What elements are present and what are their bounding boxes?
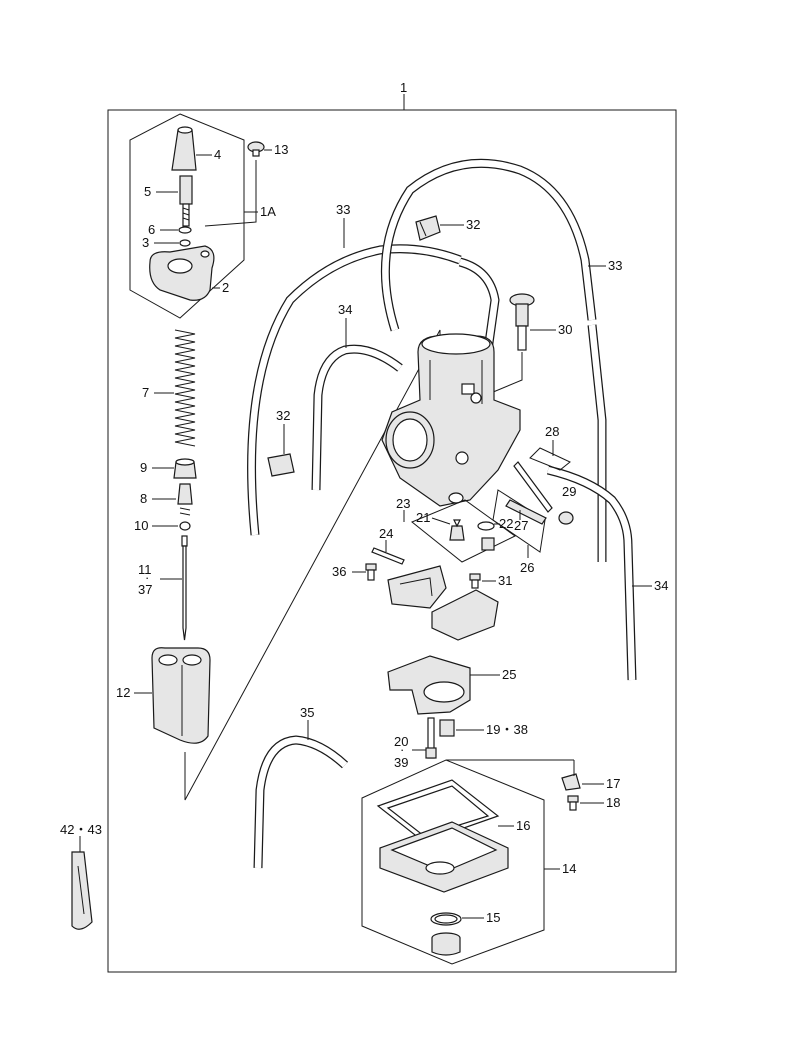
callout-6: 6 — [148, 222, 155, 237]
callout-13: 13 — [274, 142, 288, 157]
callout-21: 21 — [416, 510, 430, 525]
subassembly-1a-frame — [129, 113, 245, 319]
part-35-hose — [253, 735, 349, 869]
part-17-clip — [561, 773, 581, 791]
callout-26: 26 — [520, 560, 534, 575]
callout-28: 28 — [545, 424, 559, 439]
part-28-screw — [513, 461, 553, 513]
part-22-seat — [477, 521, 495, 551]
part-5-adjuster — [179, 175, 193, 227]
callout-24: 24 — [379, 526, 393, 541]
part-6-washer — [178, 226, 192, 234]
callout-3: 3 — [142, 235, 149, 250]
callout-27: 27 — [514, 518, 528, 533]
part-10-clip — [179, 521, 191, 531]
callout-10: 10 — [134, 518, 148, 533]
callout-18: 18 — [606, 795, 620, 810]
part-27-idle-screw — [505, 499, 547, 525]
part-18-screw — [567, 795, 579, 811]
part-36-screw — [365, 563, 377, 581]
callout-14: 14 — [562, 861, 576, 876]
svg-text:·: · — [400, 742, 404, 757]
part-34-hoses — [311, 344, 637, 681]
part-11-jet-needle — [181, 535, 188, 641]
callout-22: 22 — [499, 516, 513, 531]
callout-39: 39 — [394, 755, 408, 770]
part-16-gasket — [376, 779, 500, 843]
callout-19-38: 19・38 — [486, 722, 528, 737]
callout-37: 37 — [138, 582, 152, 597]
part-8-holder — [177, 483, 193, 516]
callout-2: 2 — [222, 280, 229, 295]
drain-plug — [431, 932, 461, 956]
callout-30: 30 — [558, 322, 572, 337]
callout-32-top: 32 — [466, 217, 480, 232]
callout-36: 36 — [332, 564, 346, 579]
callout-34-top: 34 — [338, 302, 352, 317]
callout-16: 16 — [516, 818, 530, 833]
carburetor-body — [381, 333, 521, 507]
callout-11: 11 — [138, 562, 152, 577]
part-20-needle-jet — [425, 717, 437, 759]
callout-4: 4 — [214, 147, 221, 162]
part-21-float-valve — [449, 519, 465, 541]
callout-33-right: 33 — [608, 258, 622, 273]
part-13-screw — [247, 141, 265, 157]
callout-29: 29 — [562, 484, 576, 499]
callout-12: 12 — [116, 685, 130, 700]
callout-5: 5 — [144, 184, 151, 199]
part-12-throttle-valve — [151, 647, 211, 744]
float-bowl — [379, 821, 509, 893]
svg-text:·: · — [145, 570, 149, 585]
callout-34-right: 34 — [654, 578, 668, 593]
part-32-clamp-top — [415, 215, 441, 241]
callout-32-left: 32 — [276, 408, 290, 423]
part-33-hoses — [247, 158, 607, 562]
callout-7: 7 — [142, 385, 149, 400]
part-7-spring — [174, 329, 196, 447]
part-4-cap — [171, 126, 197, 171]
callout-15: 15 — [486, 910, 500, 925]
callout-17: 17 — [606, 776, 620, 791]
float-assembly — [387, 565, 499, 641]
part-9-seat — [173, 458, 197, 479]
callout-9: 9 — [140, 460, 147, 475]
part-30-plunger — [509, 293, 535, 351]
part-24-pin — [371, 547, 405, 565]
callout-20: 20 — [394, 734, 408, 749]
part-19-main-jet — [439, 719, 455, 737]
part-31-screw — [469, 573, 481, 589]
callout-1a: 1A — [260, 204, 276, 219]
callout-31: 31 — [498, 573, 512, 588]
callout-25: 25 — [502, 667, 516, 682]
callout-23: 23 — [396, 496, 410, 511]
part-25-bracket — [387, 655, 471, 715]
callout-42-43: 42・43 — [60, 822, 102, 837]
part-42-43-tool — [71, 851, 93, 930]
part-32-clamp-left — [267, 453, 295, 477]
callout-35: 35 — [300, 705, 314, 720]
part-3-oring — [179, 239, 191, 247]
callout-1: 1 — [400, 80, 407, 95]
part-29-nut — [558, 511, 574, 525]
callout-8: 8 — [140, 491, 147, 506]
part-2-top-cover — [149, 245, 215, 301]
callout-33-top: 33 — [336, 202, 350, 217]
assembly-frame — [107, 109, 677, 973]
